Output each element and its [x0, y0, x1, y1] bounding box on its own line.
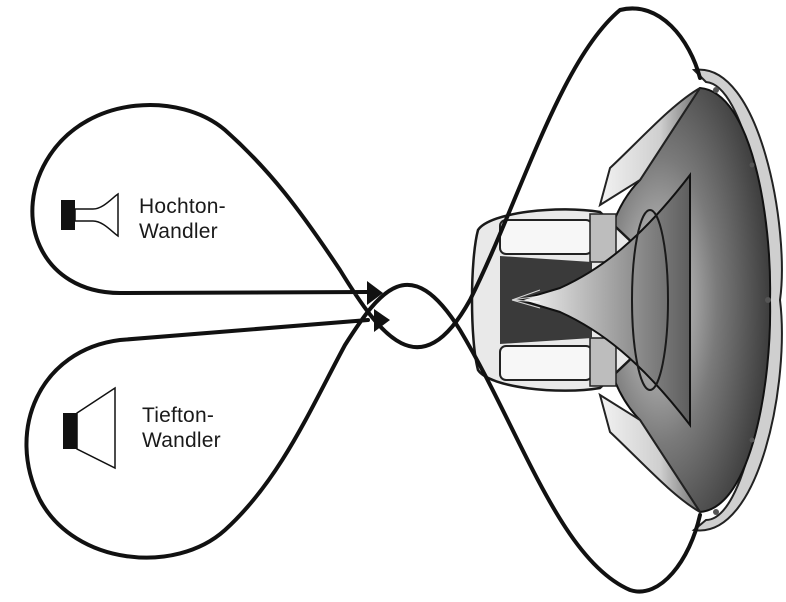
- arrow-head-icon: [367, 281, 383, 305]
- tweeter-label-line2: Wandler: [139, 220, 218, 243]
- woofer-label-line1: Tiefton-: [142, 404, 215, 427]
- woofer-radiation-path: [24, 282, 702, 594]
- basket-upper: [598, 87, 701, 208]
- tweeter-label-line1: Hochton-: [139, 195, 226, 218]
- arrow-head-icon: [374, 309, 390, 332]
- tweeter-label: Hochton- Wandler: [139, 194, 226, 244]
- coaxial-speaker-illustration: [470, 68, 783, 532]
- tweeter-horn-throat: [516, 172, 691, 428]
- magnet-lower: [499, 345, 593, 381]
- basket-lower: [598, 392, 701, 513]
- tweeter-horn-icon: [61, 192, 119, 238]
- magnet-upper: [499, 219, 593, 255]
- woofer-label: Tiefton- Wandler: [142, 403, 221, 453]
- woofer-cone-icon: [63, 386, 116, 470]
- tweeter-radiation-path: [30, 6, 702, 350]
- woofer-label-line2: Wandler: [142, 429, 221, 452]
